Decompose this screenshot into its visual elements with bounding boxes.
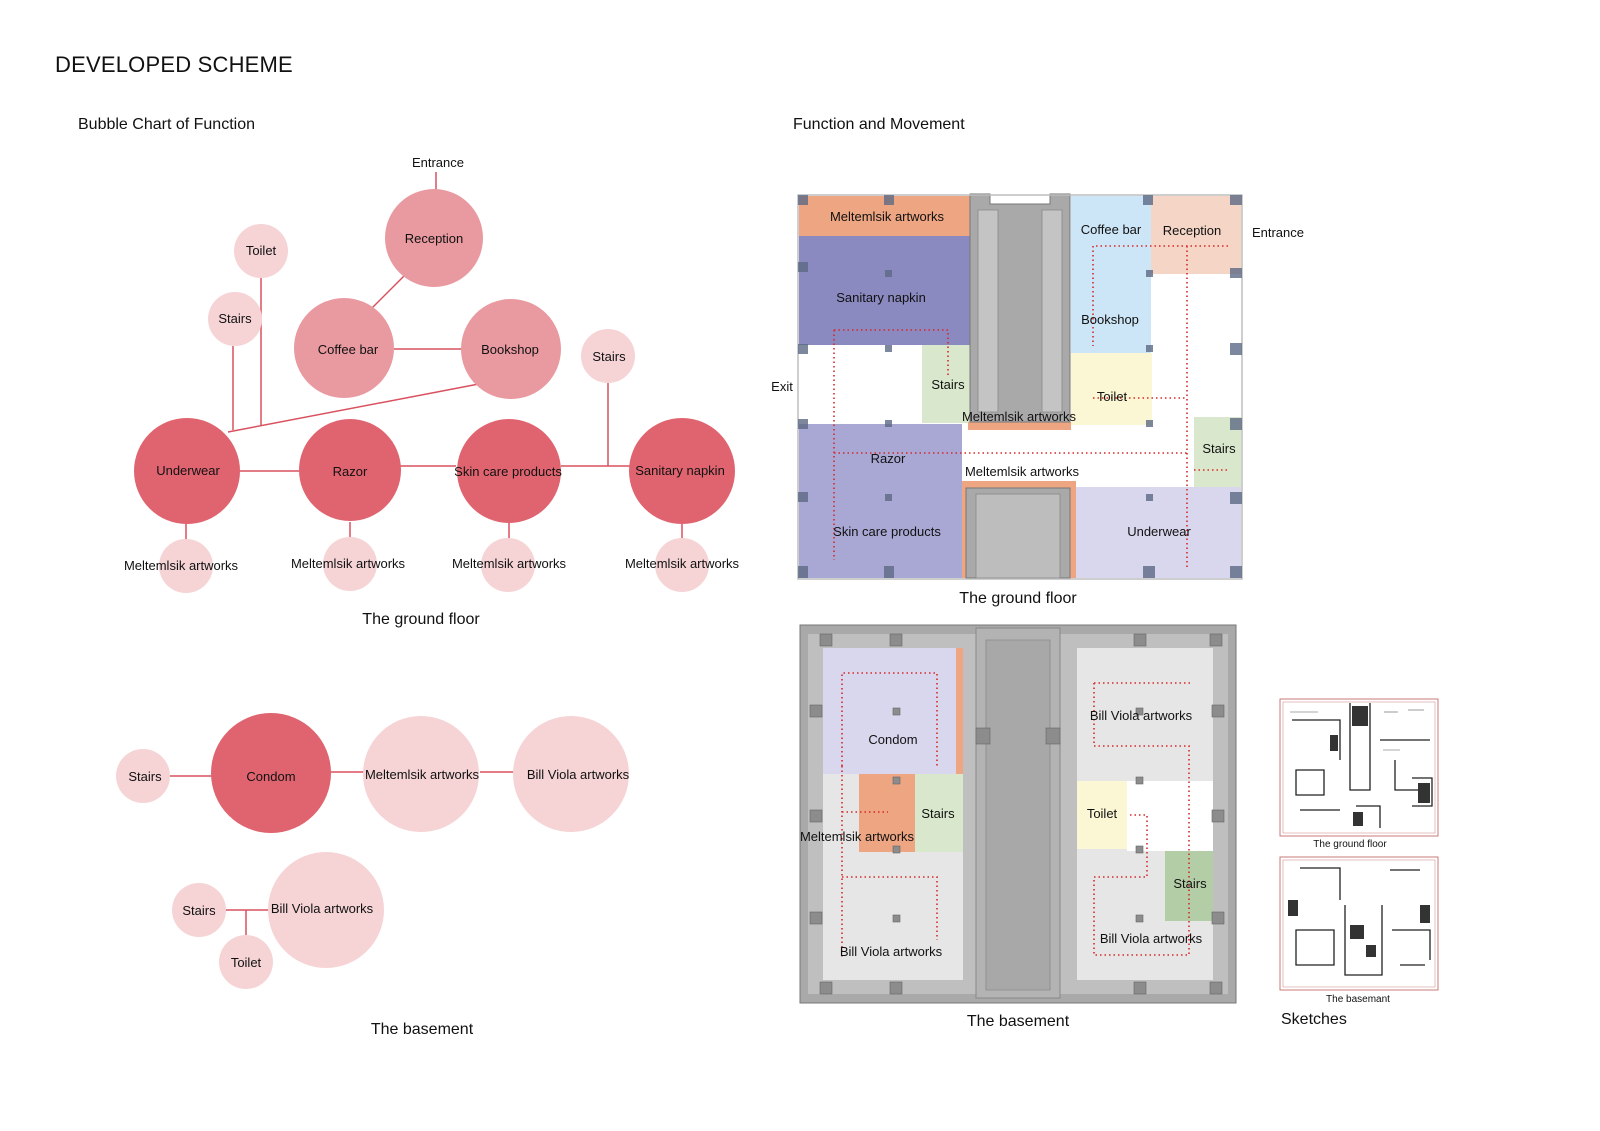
bill-viola-label-b: Bill Viola artworks	[271, 901, 374, 916]
plan-sanitary-napkin-label: Sanitary napkin	[836, 290, 926, 305]
reception-label: Reception	[405, 231, 464, 246]
basement-bill-viola-tr-label: Bill Viola artworks	[1090, 708, 1193, 723]
condom-label: Condom	[246, 769, 295, 784]
razor-bubble	[299, 419, 401, 521]
toilet-bubble-basement	[219, 935, 273, 989]
artworks-label-4: Meltemlsik artworks	[625, 556, 740, 571]
plan-coffee-bar-label: Coffee bar	[1081, 222, 1142, 237]
plan-razor-label: Razor	[871, 451, 906, 466]
toilet-label: Toilet	[246, 243, 277, 258]
coffee-bar-bubble	[294, 298, 394, 398]
condom-bubble	[211, 713, 331, 833]
basement-toilet-label: Toilet	[1087, 806, 1118, 821]
plan-ground-caption: The ground floor	[959, 590, 1077, 607]
stairs-bubble-left	[208, 292, 262, 346]
plan-stairs-left-label: Stairs	[931, 377, 965, 392]
reception-bubble	[385, 189, 483, 287]
page-title: DEVELOPED SCHEME	[55, 52, 293, 77]
bubble-chart: Entrance Reception Toilet Stairs Coffee …	[116, 155, 740, 1038]
sketches-caption: Sketches	[1281, 1011, 1347, 1028]
stairs-bubble-right	[581, 329, 635, 383]
basement-plan: Condom Bill Viola artworks Stairs Toilet…	[799, 624, 1237, 1030]
sketch-ground-caption: The ground floor	[1313, 839, 1387, 850]
skin-care-label: Skin care products	[454, 464, 562, 479]
bubble-chart-title: Bubble Chart of Function	[78, 116, 255, 133]
basement-stairs-right-label: Stairs	[1173, 876, 1207, 891]
skin-care-bubble	[457, 419, 561, 523]
stairs-label-right: Stairs	[592, 349, 626, 364]
underwear-bubble	[134, 418, 240, 524]
bookshop-bubble	[461, 299, 561, 399]
basement-bill-viola-bl-label: Bill Viola artworks	[840, 944, 943, 959]
artworks-label-1: Meltemlsik artworks	[124, 558, 239, 573]
plan-stairs-right-label: Stairs	[1202, 441, 1236, 456]
toilet-bubble	[234, 224, 288, 278]
bill-viola-bubble-a	[513, 716, 629, 832]
plan-underwear-label: Underwear	[1127, 524, 1191, 539]
bill-viola-label-a: Bill Viola artworks	[527, 767, 630, 782]
plan-meltem-top-label: Meltemlsik artworks	[830, 209, 945, 224]
stairs-label-left: Stairs	[218, 311, 252, 326]
meltem-label-basement: Meltemlsik artworks	[365, 767, 480, 782]
function-movement-title: Function and Movement	[793, 116, 965, 133]
ground-floor-plan: Meltemlsik artworks Coffee bar Reception…	[771, 193, 1304, 607]
meltem-bubble-basement	[363, 716, 479, 832]
plan-entrance-label: Entrance	[1252, 225, 1304, 240]
artworks-label-2: Meltemlsik artworks	[291, 556, 406, 571]
basement-bill-viola-br-label: Bill Viola artworks	[1100, 931, 1203, 946]
stairs-label-basement-b: Stairs	[182, 903, 216, 918]
basement-meltem-label: Meltemlsik artworks	[800, 829, 915, 844]
entrance-label: Entrance	[412, 155, 464, 170]
plan-meltem-mid-label: Meltemlsik artworks	[962, 409, 1077, 424]
plan-toilet-label: Toilet	[1097, 389, 1128, 404]
sketch-basement-caption: The basemant	[1326, 994, 1390, 1005]
sanitary-napkin-bubble	[629, 418, 735, 524]
artworks-bubble-4	[655, 538, 709, 592]
plan-bookshop-label: Bookshop	[1081, 312, 1139, 327]
ground-floor-sketch	[1279, 698, 1439, 837]
plan-basement-caption: The basement	[967, 1013, 1070, 1030]
basement-stairs-left-label: Stairs	[921, 806, 955, 821]
bookshop-label: Bookshop	[481, 342, 539, 357]
toilet-label-basement: Toilet	[231, 955, 262, 970]
sketches: The ground floor The basemant	[1279, 698, 1439, 1005]
stairs-label-basement-a: Stairs	[128, 769, 162, 784]
plan-exit-label: Exit	[771, 379, 793, 394]
stairs-bubble-basement-a	[116, 749, 170, 803]
bubble-basement-caption: The basement	[371, 1021, 474, 1038]
underwear-label: Underwear	[156, 463, 220, 478]
artworks-bubble-1	[159, 539, 213, 593]
coffee-bar-label: Coffee bar	[318, 342, 379, 357]
bill-viola-bubble-b	[268, 852, 384, 968]
artworks-bubble-2	[323, 537, 377, 591]
plan-skin-care-label: Skin care products	[833, 524, 941, 539]
razor-label: Razor	[333, 464, 368, 479]
stairs-bubble-basement-b	[172, 883, 226, 937]
artworks-label-3: Meltemlsik artworks	[452, 556, 567, 571]
plan-reception-label: Reception	[1163, 223, 1222, 238]
basement-sketch	[1279, 856, 1439, 991]
artworks-bubble-3	[481, 538, 535, 592]
basement-condom-label: Condom	[868, 732, 917, 747]
bubble-ground-caption: The ground floor	[362, 611, 480, 628]
sanitary-napkin-label: Sanitary napkin	[635, 463, 725, 478]
plan-meltem-low-label: Meltemlsik artworks	[965, 464, 1080, 479]
